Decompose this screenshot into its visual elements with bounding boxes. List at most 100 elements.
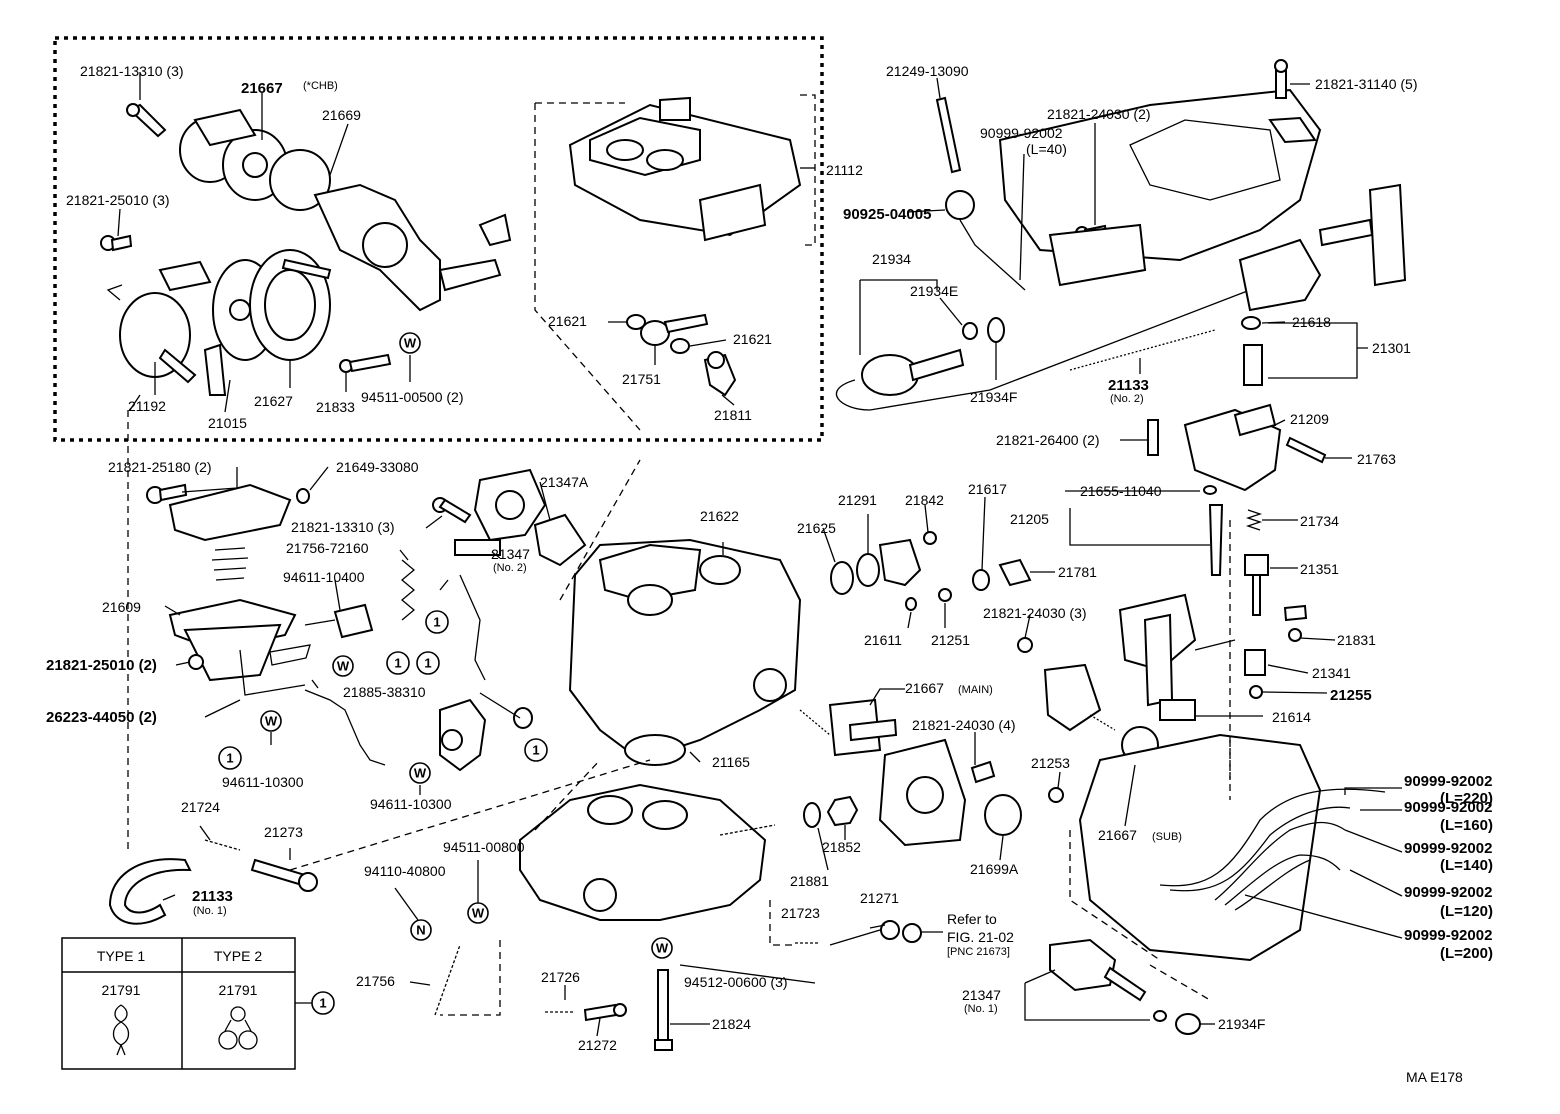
solenoid-21347-no1 (1049, 938, 1167, 1022)
label-21621-b: 21621 (733, 331, 772, 347)
air-horn-subgroup-boundary (534, 102, 641, 431)
label-21611: 21611 (864, 632, 902, 648)
throttle-body-21165 (519, 783, 776, 921)
power-valve-21614 (1118, 593, 1197, 721)
lever-21885-38310 (439, 698, 487, 772)
label-21842: 21842 (905, 492, 944, 508)
label-l40: (L=40) (1026, 141, 1067, 157)
label-90999-92002-l140: 90999-92002 (1404, 840, 1492, 857)
nut-symbol-letter: N (416, 923, 425, 938)
label-21881: 21881 (790, 873, 829, 889)
symbol-one-a: 1 (425, 610, 449, 634)
one-symbol: 1 (394, 656, 401, 671)
leader-lines (117, 72, 1403, 1037)
main-body-21622 (568, 538, 802, 766)
clip-type2-icon (218, 1006, 258, 1050)
label-21205: 21205 (1010, 511, 1049, 527)
plug-21253 (1048, 787, 1064, 803)
table-type1-part: 21791 (102, 982, 141, 998)
screw-21271 (829, 920, 922, 946)
label-chb-note: (*CHB) (303, 80, 338, 92)
label-sub: (SUB) (1152, 831, 1182, 843)
diaphragm-21667-sub (1043, 663, 1159, 764)
one-symbol: 1 (433, 615, 440, 630)
label-90999-92002-l220: 90999-92002 (1404, 773, 1492, 790)
label-21209: 21209 (1290, 411, 1329, 427)
one-symbol: 1 (424, 656, 431, 671)
label-21621-a: 21621 (548, 313, 587, 329)
label-94511-00800: 94511-00800 (443, 839, 525, 855)
solenoid-21301-bracket (1318, 183, 1407, 287)
symbol-one-d: 1 (218, 746, 242, 770)
bolt-21824 (654, 969, 673, 1051)
gasket-21934f-top (987, 317, 1005, 343)
label-21249-13090: 21249-13090 (886, 63, 969, 79)
label-94110-40800: 94110-40800 (364, 863, 446, 879)
label-21015: 21015 (208, 415, 247, 431)
label-21824: 21824 (712, 1016, 751, 1032)
label-no1-b: (No. 1) (964, 1003, 998, 1015)
diaphragm-21192 (106, 260, 212, 384)
gasket-21934f-bottom (1175, 1013, 1201, 1035)
label-21351: 21351 (1300, 561, 1339, 577)
label-21852: 21852 (822, 839, 861, 855)
label-21699a: 21699A (970, 861, 1019, 877)
washer-symbol: W (404, 336, 417, 351)
symbol-one-c: 1 (416, 651, 440, 675)
label-94512-00600: 94512-00600 (3) (684, 974, 788, 990)
plug-21781 (998, 558, 1032, 587)
label-21271: 21271 (860, 890, 899, 906)
seal-21649-33080 (296, 488, 310, 504)
washer-symbol: W (265, 714, 278, 729)
label-21255: 21255 (1330, 687, 1372, 704)
label-21667-sub: 21667 (1098, 827, 1137, 843)
label-21821-26400: 21821-26400 (2) (996, 432, 1100, 448)
label-94611-10300-a: 94611-10300 (222, 774, 304, 790)
label-21618: 21618 (1292, 314, 1331, 330)
label-21821-13310-mid: 21821-13310 (3) (291, 519, 395, 535)
label-21133-no1: 21133 (192, 888, 233, 905)
label-21756-72160: 21756-72160 (286, 540, 369, 556)
washer-symbol: W (414, 766, 427, 781)
air-horn-group-boundary (53, 36, 824, 442)
label-fig-21-02: FIG. 21-02 (947, 929, 1014, 945)
label-21133-no2: 21133 (1108, 377, 1149, 394)
label-21723: 21723 (781, 905, 820, 921)
label-21934f-top: 21934F (970, 389, 1017, 405)
table-type2-header: TYPE 2 (214, 948, 262, 964)
table-ref-symbol: 1 (319, 996, 326, 1011)
label-l200: (L=200) (1440, 945, 1493, 962)
label-21301: 21301 (1372, 340, 1411, 356)
label-21112: 21112 (826, 162, 863, 178)
label-21811: 21811 (714, 407, 752, 423)
label-21253: 21253 (1031, 755, 1070, 771)
jet-21301 (1243, 344, 1263, 386)
label-main: (MAIN) (958, 684, 993, 696)
label-21667-main: 21667 (905, 680, 944, 696)
cover-21627 (249, 249, 332, 361)
air-horn-21112 (568, 96, 802, 242)
spring-21756-72160 (400, 559, 416, 621)
fitting-21751 (640, 313, 709, 346)
pump-21347-no2 (454, 468, 547, 556)
washer-21617 (972, 569, 990, 591)
screw-21821-24030-3 (1017, 637, 1033, 653)
rod-26223-44050 (239, 649, 306, 696)
label-21934e: 21934E (910, 283, 958, 299)
label-21609: 21609 (102, 599, 141, 615)
link-clips-middle (269, 574, 486, 681)
screw-21833 (339, 353, 392, 373)
nut-symbol: N (410, 919, 432, 941)
seal-21611 (905, 597, 917, 611)
plug-21251 (938, 588, 952, 602)
label-21756: 21756 (356, 973, 395, 989)
label-21726: 21726 (541, 969, 580, 985)
solenoid-21934 (835, 289, 1251, 411)
seal-21934e (962, 322, 978, 340)
right-bracket-21112 (800, 94, 816, 246)
one-symbol: 1 (226, 751, 233, 766)
label-21669: 21669 (322, 107, 361, 123)
washer-21885 (513, 707, 533, 729)
label-21724: 21724 (181, 799, 220, 815)
label-l140: (L=140) (1440, 857, 1493, 874)
